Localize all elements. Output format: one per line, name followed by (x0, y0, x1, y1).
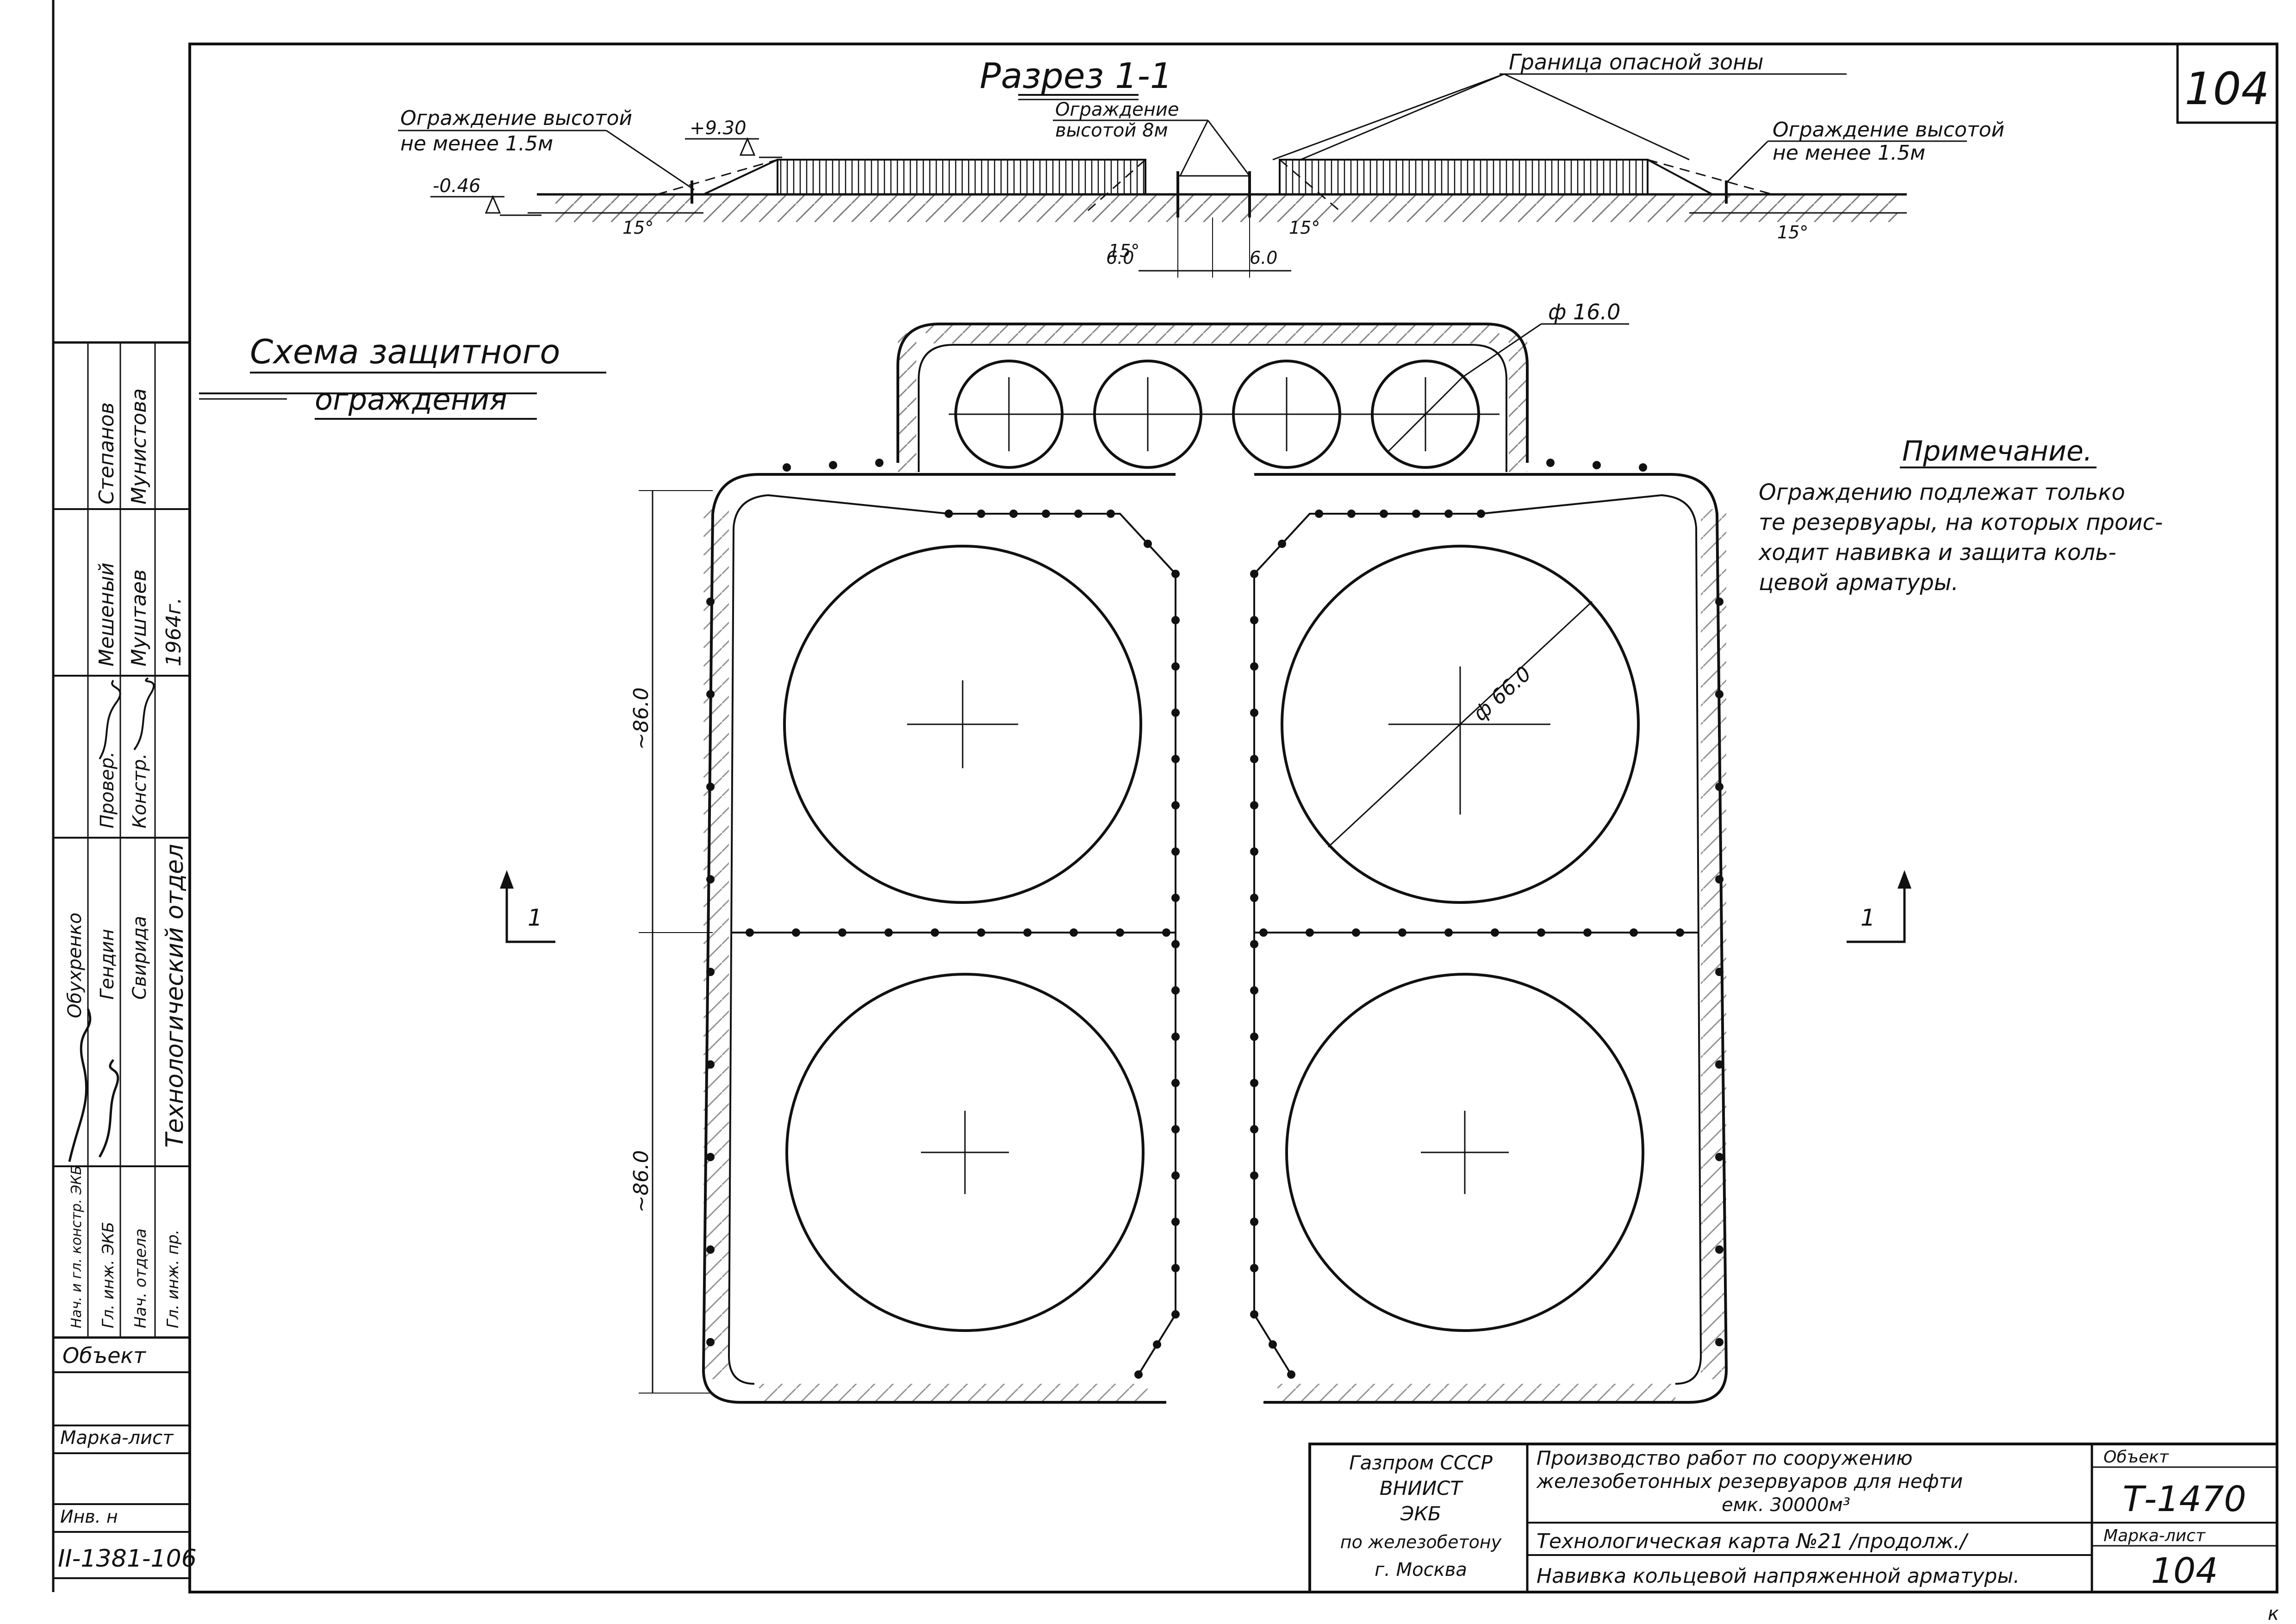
left-tank-group: ~86.0 ~86.0 (629, 459, 1180, 1404)
org-line: ЭКБ (1400, 1502, 1441, 1525)
org-line: ВНИИСТ (1380, 1477, 1464, 1500)
mark-sheet-label: Марка-лист (2103, 1526, 2206, 1545)
stamp-role: Нач. и гл. констр. ЭКБ (68, 1165, 85, 1328)
note-block: Примечание. Ограждению подлежат только т… (1758, 435, 2163, 596)
scheme-title-line-1: Схема защитного (250, 332, 560, 371)
dimension-86-upper: ~86.0 (629, 687, 653, 750)
stamp-inv-value: II-1381-106 (58, 1545, 197, 1573)
org-line: г. Москва (1375, 1559, 1467, 1580)
section-title: Разрез 1-1 (980, 55, 1173, 96)
fence-left-label-2: не менее 1.5м (400, 132, 553, 156)
small-tank (1232, 360, 1341, 469)
fence-left-label-1: Ограждение высотой (400, 106, 632, 130)
stamp-role: Гл. инж. ЭКБ (99, 1222, 118, 1328)
note-line-4: цевой арматуры. (1759, 570, 1959, 596)
angle-label: 15° (1289, 218, 1320, 238)
small-tank (1371, 360, 1480, 469)
stamp-name: Свирида (129, 916, 150, 1000)
angle-label: 15° (1777, 222, 1808, 243)
stamp-check-role: Провер. (97, 752, 118, 828)
title-block: Газпром СССР ВНИИСТ ЭКБ по железобетону … (1308, 1443, 2278, 1593)
org-line: по железобетону (1340, 1532, 1502, 1552)
dimension-86-lower: ~86.0 (629, 1150, 653, 1213)
section-1-1: Разрез 1-1 Граница опасной зоны (398, 50, 2004, 278)
sheet-frame (52, 0, 2278, 1593)
signature (98, 1059, 119, 1158)
fence-right-label-2: не менее 1.5м (1773, 141, 1925, 165)
section-mark-label: 1 (1860, 904, 1875, 931)
stamp-inv-label: Инв. н (60, 1506, 118, 1527)
stamp-final-name: Мунистова (127, 388, 151, 504)
angle-label: 15° (1108, 241, 1139, 261)
stamp-name: Гендин (97, 929, 118, 1000)
fence-posts-left (706, 459, 1180, 1379)
stamp-final-name: Степанов (95, 402, 118, 504)
small-tank-diameter: ф 16.0 (1548, 299, 1620, 324)
fence-right-label-1: Ограждение высотой (1773, 118, 2004, 142)
large-tank (1281, 545, 1640, 904)
section-mark-label: 1 (528, 904, 542, 931)
object-value: Т-1470 (2122, 1478, 2246, 1519)
description-line: емк. 30000м³ (1722, 1494, 1850, 1516)
object-label: Объект (2103, 1448, 2169, 1467)
stamp-object-label: Объект (62, 1343, 146, 1368)
fence-center-label-2: высотой 8м (1055, 120, 1168, 141)
stamp-check-name: Муштаев (127, 569, 151, 666)
corner-mark: к (2268, 1603, 2279, 1624)
large-tank (783, 545, 1142, 904)
small-tank-group: ф 16.0 (896, 299, 1629, 472)
angle-label: 15° (622, 218, 653, 238)
dimension-6-0: 6.0 (1250, 248, 1277, 268)
large-tank-diameter: ф 66.0 (1468, 662, 1536, 726)
section-mark-left: 1 (500, 870, 555, 943)
fence-posts-right (1250, 459, 1724, 1379)
note-line-3: ходит навивка и защита коль- (1758, 540, 2116, 566)
signature (133, 677, 155, 751)
note-line-2: те резервуары, на которых проис- (1759, 510, 2163, 535)
scheme-title-line-2: ограждения (315, 383, 507, 417)
note-title: Примечание. (1902, 435, 2092, 467)
large-tank (1285, 973, 1644, 1332)
fence-center-label-1: Ограждение (1055, 99, 1179, 120)
stamp-role: Нач. отдела (131, 1228, 150, 1328)
dimension-6-0: 6.0 (1106, 248, 1134, 268)
signature (99, 679, 121, 760)
danger-zone-label: Граница опасной зоны (1509, 50, 1764, 75)
stamp-year: 1964г. (162, 597, 186, 666)
right-tank-group: ф 66.0 (1250, 459, 1728, 1404)
org-line: Газпром СССР (1349, 1451, 1493, 1474)
stamp-check-role: Констр. (129, 753, 150, 828)
small-tank (1093, 360, 1202, 469)
section-mark-right: 1 (1847, 870, 1911, 943)
fence-scheme: ф 16.0 (500, 299, 1911, 1404)
stamp-name: Обухренко (64, 913, 86, 1018)
note-line-1: Ограждению подлежат только (1759, 479, 2125, 505)
scheme-title: Схема защитного ограждения (199, 332, 606, 420)
elevation-top: +9.30 (690, 118, 747, 139)
stamp-mark-sheet-label: Марка-лист (60, 1427, 174, 1449)
small-tank (954, 360, 1064, 469)
stamp-check-name: Мешеный (95, 563, 118, 666)
stamp-role: Гл. инж. пр. (164, 1230, 182, 1328)
large-tank (785, 973, 1145, 1332)
stamp-department: Технологический отдел (161, 844, 189, 1148)
mark-sheet-value: 104 (2151, 1550, 2218, 1591)
signature (68, 1008, 92, 1162)
sheet-number: 104 (2184, 63, 2269, 115)
technological-card: Технологическая карта №21 /продолж./ (1537, 1530, 1969, 1553)
description-line: железобетонных резервуаров для нефти (1536, 1470, 1963, 1493)
description-line: Производство работ по сооружению (1537, 1447, 1913, 1469)
side-stamp: Нач. и гл. констр. ЭКБ Гл. инж. ЭКБ Нач.… (52, 341, 197, 1579)
elevation-bottom: -0.46 (433, 175, 481, 197)
work-description: Навивка кольцевой напряженной арматуры. (1537, 1564, 2020, 1588)
